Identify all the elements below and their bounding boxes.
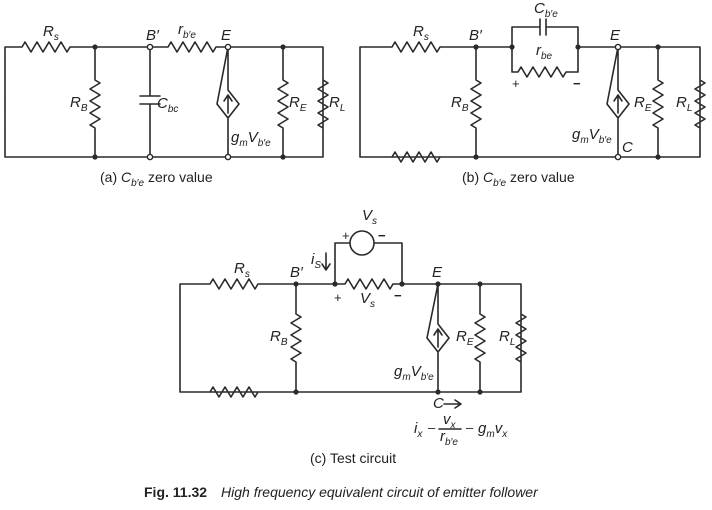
node-c-re-top bbox=[477, 281, 483, 287]
label-c-vx-numerator: vx bbox=[443, 411, 457, 431]
label-c-c: C bbox=[433, 395, 444, 412]
circuit-c-voltage-source bbox=[349, 230, 375, 256]
label-c-rs: Rs bbox=[234, 260, 250, 280]
circuit-b-wires bbox=[359, 18, 706, 163]
label-a-rb: RB bbox=[70, 94, 88, 114]
node-c-c bbox=[435, 389, 441, 395]
label-a-cbc: Cbc bbox=[157, 95, 178, 115]
label-a-gm-vbe: gmVb′e bbox=[231, 129, 271, 149]
label-b-rl: RL bbox=[676, 94, 692, 114]
caption-c: (c) Test circuit bbox=[310, 450, 396, 466]
label-a-e: E bbox=[221, 27, 232, 44]
node-c-e bbox=[435, 281, 441, 287]
node-b-e bbox=[614, 43, 622, 51]
label-a-re: RE bbox=[289, 94, 307, 114]
circuit-a-wires bbox=[4, 41, 329, 158]
node-a-rs-rb bbox=[92, 44, 98, 50]
label-a-rbe: rb′e bbox=[178, 21, 196, 41]
circuit-a: Rs RB Cbc B′ rb′e E RE RL gmVb′e (a) Cb′… bbox=[4, 21, 345, 189]
node-b-b-prime bbox=[473, 44, 479, 50]
node-c-vs-left bbox=[332, 281, 338, 287]
node-a-cbc-bottom bbox=[146, 153, 154, 161]
label-c-is: iS bbox=[311, 251, 321, 271]
circuit-c-wires bbox=[179, 242, 527, 398]
node-a-e bbox=[224, 43, 232, 51]
node-a-re-top bbox=[280, 44, 286, 50]
label-b-c: C bbox=[622, 139, 633, 156]
caption-a: (a) Cb′e zero value bbox=[100, 169, 213, 189]
label-b-e: E bbox=[610, 27, 621, 44]
label-c-gm-vx: gmvx bbox=[478, 420, 508, 440]
circuit-b-source-arrow bbox=[613, 94, 623, 114]
label-c-rb: RB bbox=[270, 328, 288, 348]
node-c-rb-bottom bbox=[293, 389, 299, 395]
label-c-vs-plus: + bbox=[342, 228, 350, 243]
circuit-c: Vs + − iS Rs B′ E + Vs − RB RE RL gmVb′e… bbox=[179, 207, 527, 466]
label-b-gm-vbe: gmVb′e bbox=[572, 126, 612, 146]
label-c-ix: ix bbox=[414, 420, 423, 440]
node-b-rb-bottom bbox=[473, 154, 479, 160]
label-c-e: E bbox=[432, 264, 443, 281]
caption-b: (b) Cb′e zero value bbox=[462, 169, 575, 189]
label-c-rl: RL bbox=[499, 328, 515, 348]
label-b-rbe: rbe bbox=[536, 42, 553, 62]
figure-title: Fig. 11.32 High frequency equivalent circ… bbox=[144, 484, 539, 500]
node-c-vs-right bbox=[399, 281, 405, 287]
node-b-cbe-left bbox=[509, 44, 515, 50]
label-c-gm-vbe: gmVb′e bbox=[394, 363, 434, 383]
label-c-vs-top: Vs bbox=[362, 207, 377, 227]
figure-title-text: High frequency equivalent circuit of emi… bbox=[221, 484, 539, 500]
node-b-cbe-right bbox=[575, 44, 581, 50]
node-a-b-prime bbox=[146, 43, 154, 51]
label-b-cbe: Cb′e bbox=[534, 0, 558, 20]
label-a-rs: Rs bbox=[43, 23, 59, 43]
label-c-rbe-minus: − bbox=[394, 288, 402, 303]
label-a-b-prime: B′ bbox=[146, 27, 160, 44]
label-c-dash-2: – bbox=[466, 420, 474, 435]
label-b-b-prime: B′ bbox=[469, 27, 483, 44]
circuit-b: Rs B′ Cb′e rbe + − E RB RE RL gmVb′e C (… bbox=[359, 0, 706, 189]
label-a-rl: RL bbox=[329, 94, 345, 114]
label-c-dash-1: – bbox=[428, 420, 436, 435]
circuit-c-c-arrow bbox=[443, 399, 462, 409]
circuit-c-source-arrow bbox=[433, 328, 443, 348]
node-a-source-bottom bbox=[224, 153, 232, 161]
label-b-rb: RB bbox=[451, 94, 469, 114]
label-b-re: RE bbox=[634, 94, 652, 114]
label-c-b-prime: B′ bbox=[290, 264, 304, 281]
node-a-re-bottom bbox=[280, 154, 286, 160]
label-b-minus: − bbox=[573, 76, 581, 91]
circuit-a-source-arrow bbox=[223, 94, 233, 114]
node-b-re-bottom bbox=[655, 154, 661, 160]
figure-number: Fig. 11.32 bbox=[144, 484, 207, 500]
node-c-re-bottom bbox=[477, 389, 483, 395]
label-c-rbe-plus: + bbox=[334, 290, 342, 305]
label-c-rbe-denominator: rb′e bbox=[440, 428, 458, 448]
label-b-plus: + bbox=[512, 76, 520, 91]
circuit-c-is-arrow bbox=[321, 252, 331, 271]
label-c-vs-bottom: Vs bbox=[360, 290, 375, 310]
node-b-c bbox=[614, 153, 622, 161]
node-c-b-prime bbox=[293, 281, 299, 287]
label-c-vs-minus: − bbox=[378, 228, 386, 243]
node-b-re-top bbox=[655, 44, 661, 50]
node-a-rb-bottom bbox=[92, 154, 98, 160]
label-b-rs: Rs bbox=[413, 23, 429, 43]
label-c-re: RE bbox=[456, 328, 474, 348]
